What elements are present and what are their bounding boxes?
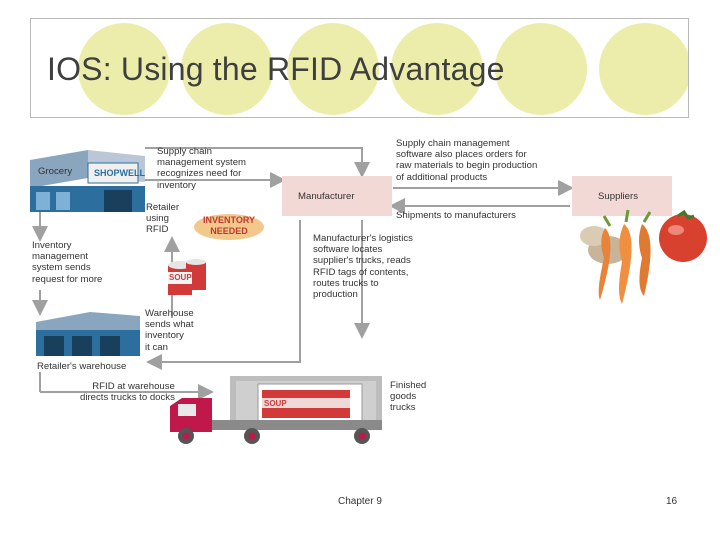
delivery-truck-icon	[170, 376, 382, 444]
footer-chapter: Chapter 9	[338, 496, 382, 507]
store-sign: SHOPWELL	[94, 168, 145, 178]
vegetables-icon	[580, 209, 707, 304]
slide-title: IOS: Using the RFID Advantage	[47, 51, 505, 87]
decorative-circle	[78, 23, 170, 115]
inventory-needed-text: INVENTORY NEEDED	[202, 215, 255, 236]
warehouse-sends-label: Warehouse sends what inventory it can	[145, 308, 194, 353]
inventory-needed-badge	[194, 214, 264, 240]
grocery-label: Grocery	[38, 166, 73, 177]
page-number: 16	[666, 496, 678, 507]
suppliers-node	[572, 176, 672, 216]
soup-cans-icon	[168, 259, 206, 295]
grocery-store-icon	[30, 150, 145, 212]
rfid-warehouse-label: RFID at warehouse directs trucks to dock…	[80, 381, 175, 404]
arrow-to-manufacturer-top	[145, 147, 370, 178]
decorative-circle	[287, 23, 379, 115]
decorative-circle	[599, 23, 688, 115]
title-box: IOS: Using the RFID Advantage	[30, 18, 689, 118]
supply-chain-orders-label: Supply chain management software also pl…	[396, 138, 538, 183]
warehouse-icon	[36, 312, 140, 356]
supply-chain-recognizes-label: Supply chain management system recognize…	[157, 146, 247, 191]
decorative-circle	[391, 23, 483, 115]
truck-soup-label: SOUP	[264, 399, 287, 408]
soup-can-label: SOUP	[169, 273, 192, 282]
inventory-management-label: Inventory management system sends reques…	[32, 240, 103, 285]
shipments-label: Shipments to manufacturers	[396, 210, 516, 221]
arrow-manufacturer-to-warehouse	[146, 220, 301, 370]
flow-arrows	[32, 147, 574, 400]
logistics-label: Manufacturer's logistics software locate…	[313, 233, 413, 301]
retailer-rfid-label: Retailer using RFID	[146, 202, 180, 236]
manufacturer-label: Manufacturer	[298, 191, 355, 202]
decorative-circle	[181, 23, 273, 115]
manufacturer-node	[282, 176, 392, 216]
finished-goods-label: Finished goods trucks	[390, 380, 427, 414]
decorative-circle	[495, 23, 587, 115]
suppliers-label: Suppliers	[598, 191, 638, 202]
retailers-warehouse-label: Retailer's warehouse	[37, 361, 127, 372]
